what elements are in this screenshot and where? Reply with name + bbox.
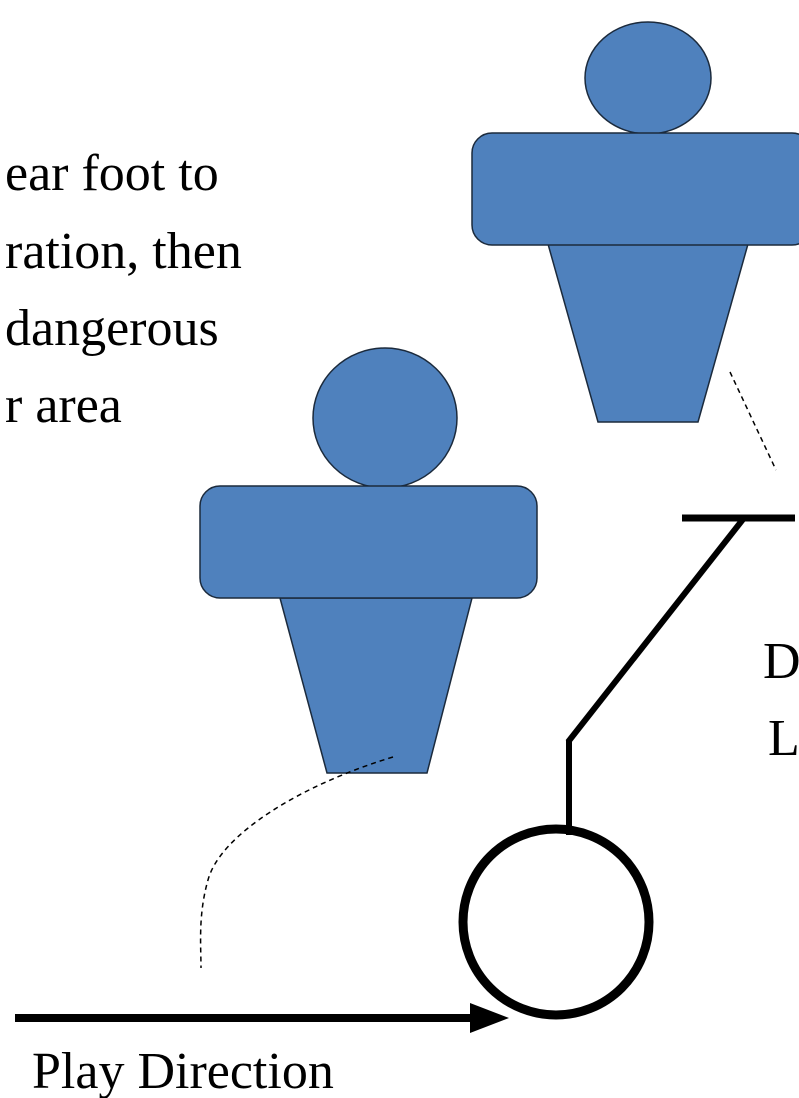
instruction-text: ear foot to ration, then dangerous r are… xyxy=(5,145,242,434)
play-direction-label: Play Direction xyxy=(32,1043,334,1098)
dashed-path-right xyxy=(729,371,777,471)
player-left-torso xyxy=(199,485,538,599)
right-label-1: D xyxy=(763,633,799,690)
player-right-legs xyxy=(547,243,749,423)
player-right-head xyxy=(584,21,712,135)
instruction-line-3: dangerous xyxy=(5,300,219,357)
ball-circle xyxy=(458,824,654,1020)
instruction-line-2: ration, then xyxy=(5,223,242,280)
defender-route xyxy=(565,514,795,835)
route-diagonal xyxy=(565,516,747,744)
player-left-head xyxy=(312,347,458,489)
right-label-2: L xyxy=(768,710,799,767)
arrow-head xyxy=(470,1003,509,1033)
player-right-torso xyxy=(471,132,799,246)
player-left-legs xyxy=(279,597,473,774)
dashed-path-left xyxy=(199,756,394,969)
player-figure-right xyxy=(471,21,799,423)
player-figure-left xyxy=(199,347,538,774)
play-direction-arrow xyxy=(15,1003,509,1033)
instruction-line-4: r area xyxy=(5,377,122,434)
instruction-line-1: ear foot to xyxy=(5,145,219,202)
